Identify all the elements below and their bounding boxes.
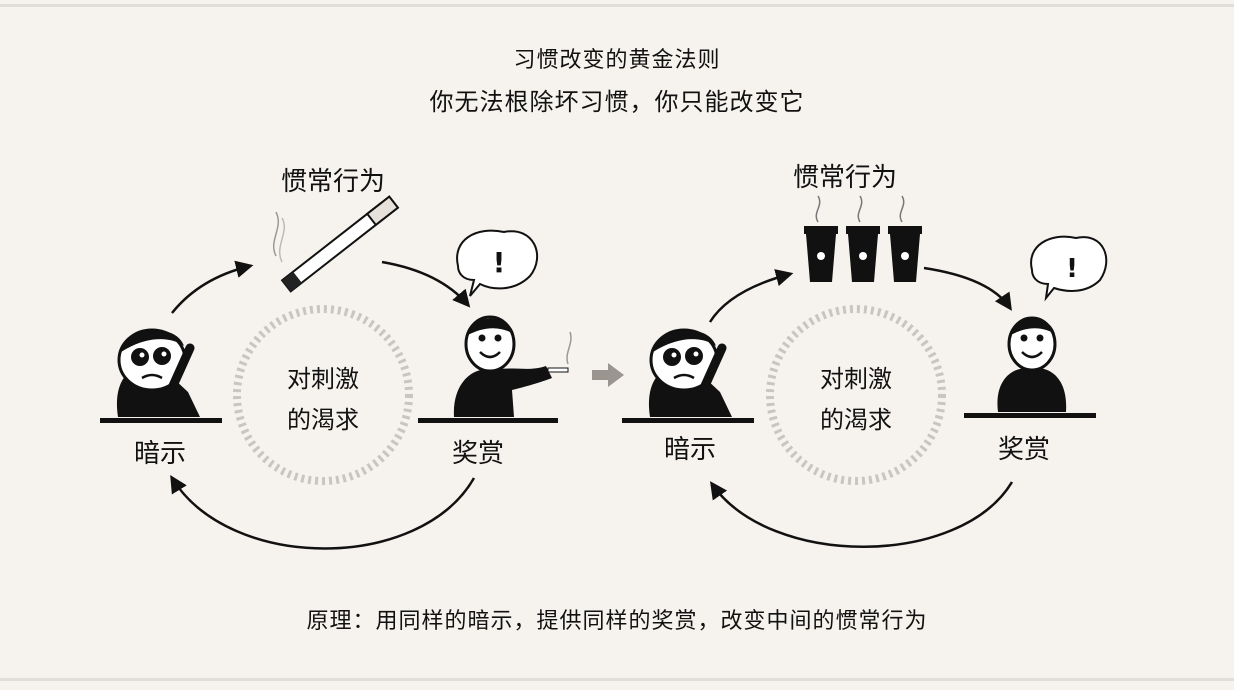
left-arrow-routine-to-reward: [381, 260, 471, 308]
right-craving-ring: [766, 305, 946, 485]
right-reward-label: 奖赏: [998, 435, 1050, 465]
right-cue-label: 暗示: [664, 435, 716, 465]
cigarette-icon: [273, 195, 400, 293]
left-cue-person: [100, 328, 222, 423]
left-arrow-cue-to-routine: [171, 260, 254, 314]
coffee-cup-2: [846, 195, 880, 282]
coffee-cup-3: [888, 195, 922, 282]
coffee-cup-1: [804, 195, 838, 282]
right-craving-line1: 对刺激: [820, 365, 892, 393]
diagram-subtitle: 你无法根除坏习惯，你只能改变它: [429, 88, 805, 116]
left-craving-line1: 对刺激: [287, 365, 359, 393]
transition-arrow-icon: [592, 363, 624, 387]
right-arrow-cue-to-routine: [708, 269, 794, 323]
right-craving-line2: 的渴求: [820, 406, 892, 434]
right-reward-person: !: [964, 235, 1108, 418]
right-reward-exclamation: !: [1066, 254, 1078, 284]
left-craving-line2: 的渴求: [287, 406, 359, 434]
left-arrow-reward-to-cue: [170, 475, 476, 550]
diagram-title: 习惯改变的黄金法则: [513, 48, 721, 73]
left-reward-exclamation: !: [493, 246, 506, 279]
coffee-cups-icon: [804, 195, 922, 282]
right-habit-loop: 对刺激 的渴求 惯常行为: [622, 163, 1108, 548]
right-arrow-reward-to-cue: [710, 481, 1014, 548]
right-cue-person: [622, 328, 754, 423]
left-habit-loop: 对刺激 的渴求 惯常行为: [100, 167, 572, 550]
right-routine-label: 惯常行为: [793, 163, 897, 193]
left-craving-ring: [233, 305, 413, 485]
right-arrow-routine-to-reward: [923, 266, 1012, 311]
left-cue-label: 暗示: [134, 439, 186, 469]
left-routine-label: 惯常行为: [281, 167, 385, 197]
left-reward-label: 奖赏: [452, 439, 504, 469]
principle-caption: 原理：用同样的暗示，提供同样的奖赏，改变中间的惯常行为: [306, 609, 928, 634]
left-reward-person: !: [418, 229, 572, 423]
